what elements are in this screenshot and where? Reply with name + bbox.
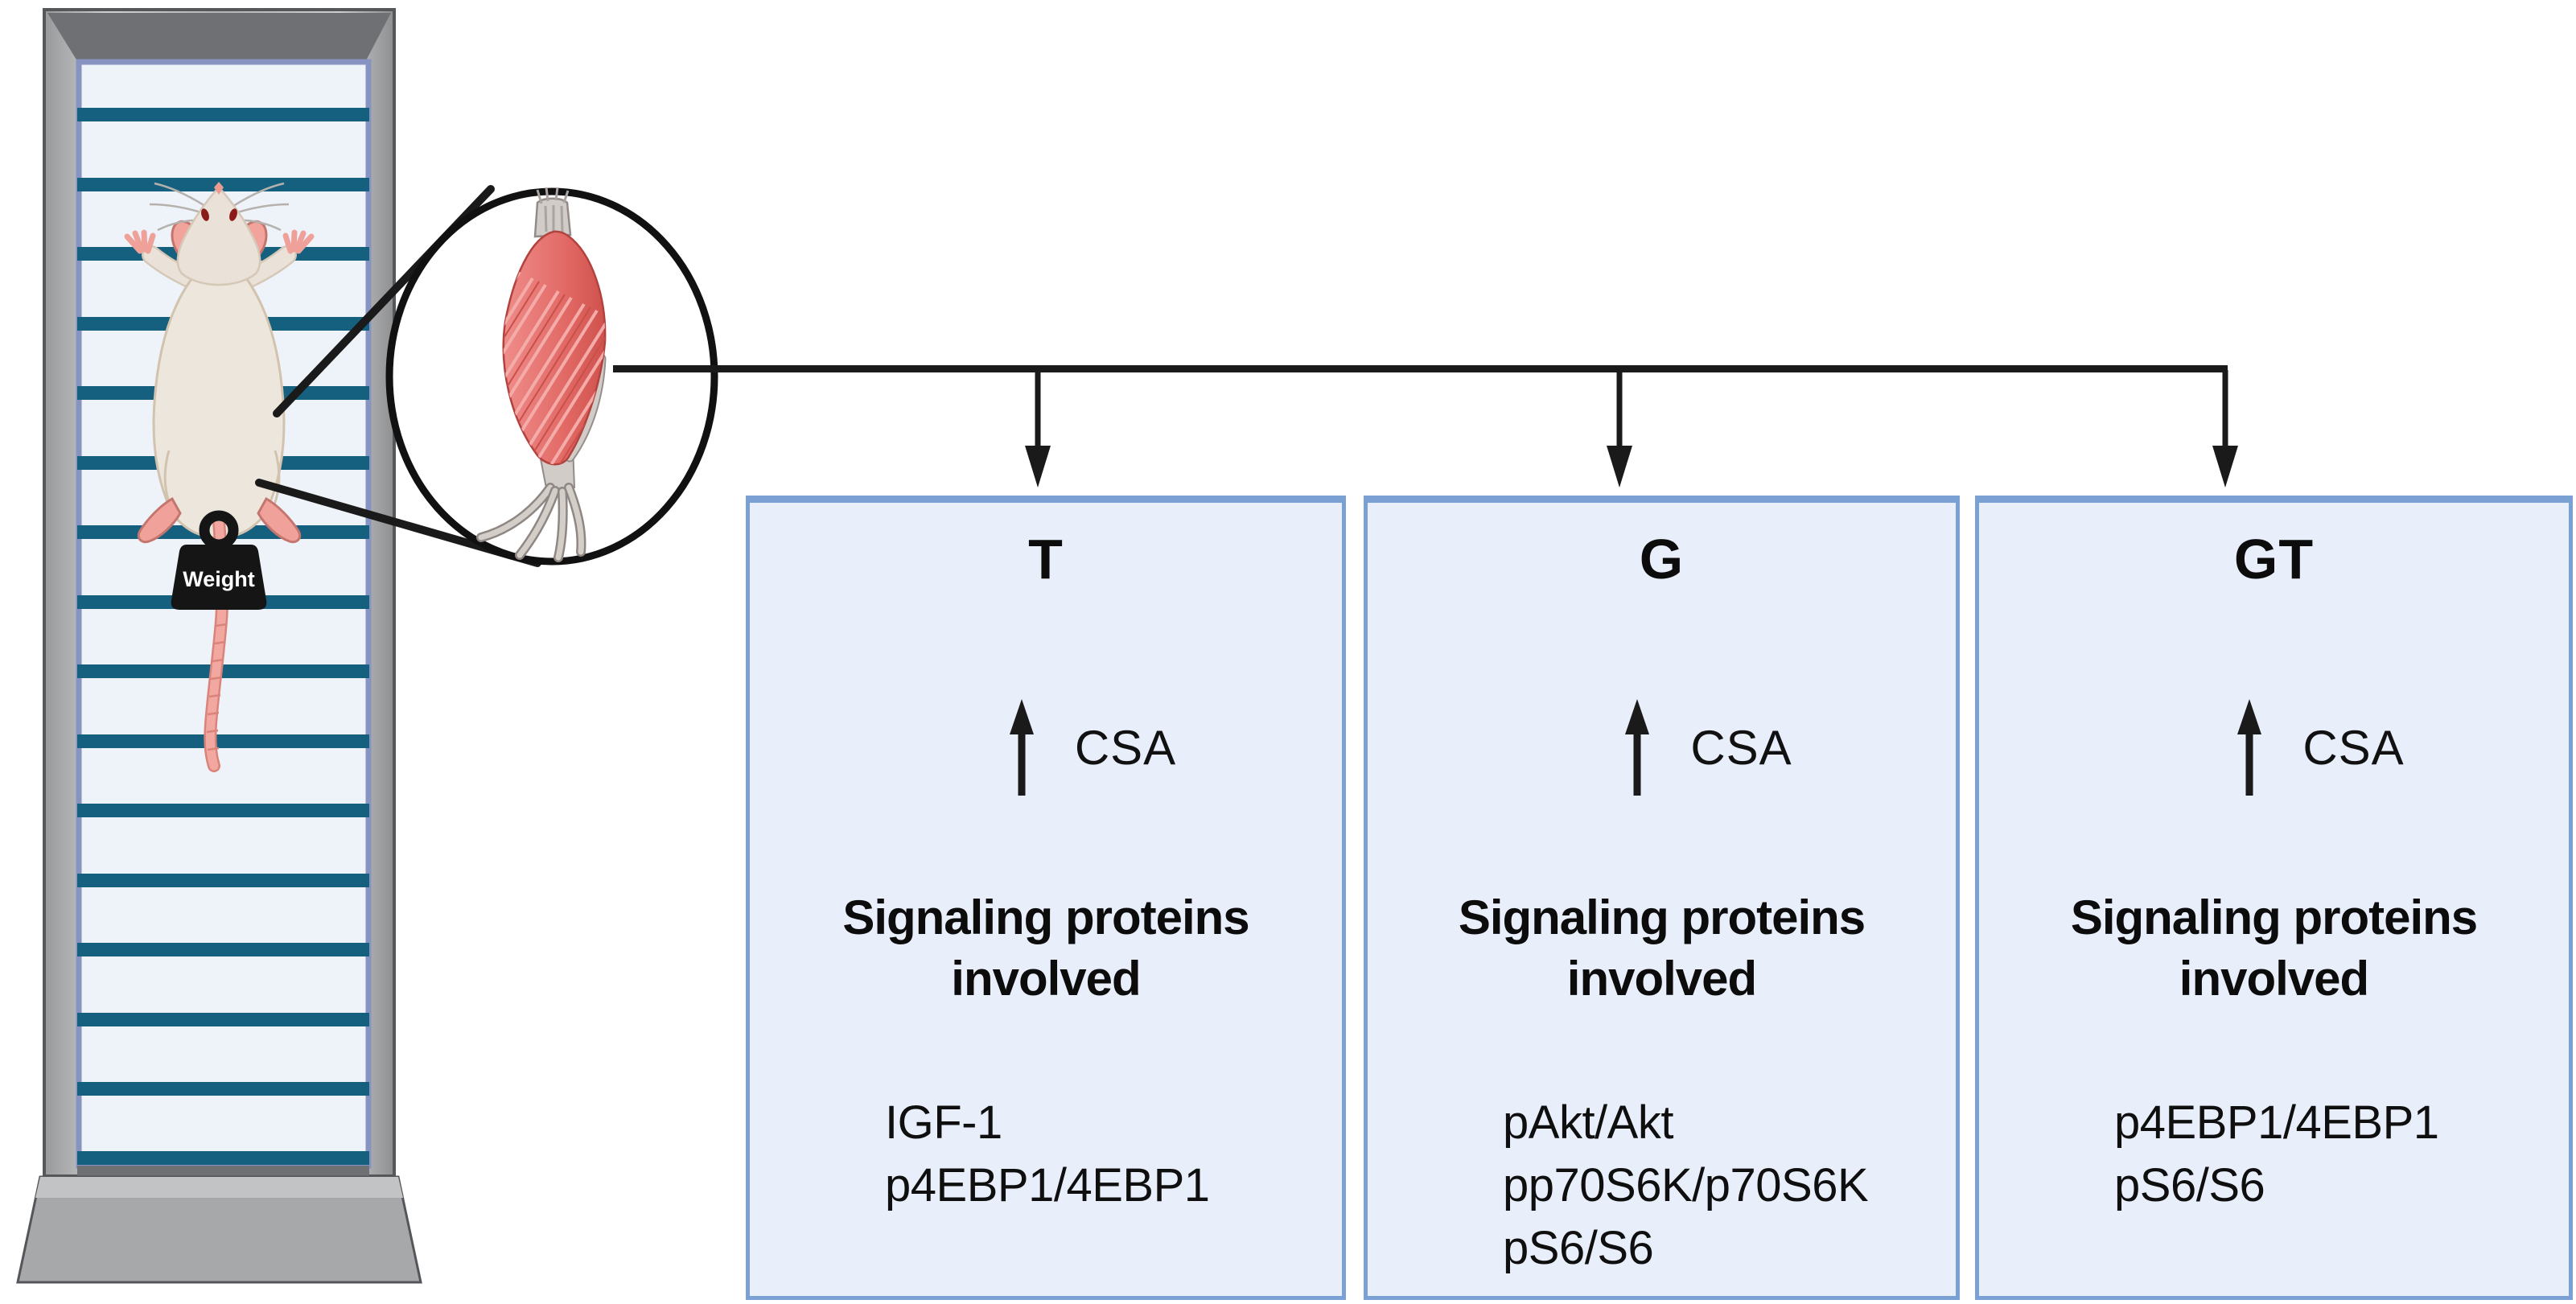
box-title: T bbox=[1028, 528, 1064, 590]
signaling-header: Signaling proteins involved bbox=[750, 887, 1342, 1010]
weight-body bbox=[171, 545, 267, 610]
ladder-top-bevel bbox=[47, 13, 391, 64]
csa-row: CSA bbox=[1368, 696, 1956, 799]
protein-item: pS6/S6 bbox=[1503, 1222, 1654, 1274]
arrow-down-icon-gt bbox=[2212, 370, 2238, 487]
box-title: GT bbox=[2233, 528, 2315, 590]
protein-item: p4EBP1/4EBP1 bbox=[885, 1159, 1210, 1211]
csa-row: CSA bbox=[1979, 696, 2569, 799]
rat-body bbox=[152, 265, 286, 539]
rat-foot-right bbox=[257, 496, 302, 544]
rat-hand-left bbox=[124, 229, 156, 254]
signaling-header: Signaling proteins involved bbox=[1368, 887, 1956, 1010]
signaling-header-line2: involved bbox=[2179, 952, 2369, 1006]
rat-tail-stripes bbox=[206, 623, 228, 751]
connector-line bbox=[613, 365, 2228, 372]
group-box-g: G CSA Signaling proteins involved pAkt/A… bbox=[1364, 496, 1960, 1300]
ladder-bottom-band bbox=[77, 1166, 369, 1177]
rat-nose bbox=[214, 182, 224, 195]
magnifier-circle-icon bbox=[385, 187, 718, 566]
csa-label: CSA bbox=[1690, 720, 1792, 775]
protein-item: IGF-1 bbox=[885, 1096, 1002, 1149]
rat-hand-right bbox=[282, 229, 315, 254]
signaling-header-line1: Signaling proteins bbox=[2070, 891, 2478, 944]
connector bbox=[613, 365, 2238, 487]
protein-item: pAkt/Akt bbox=[1503, 1096, 1673, 1149]
weight-icon: Weight bbox=[171, 510, 267, 610]
group-box-gt: GT CSA Signaling proteins involved p4EBP… bbox=[1975, 496, 2573, 1300]
arrow-up-icon bbox=[1625, 699, 1650, 796]
muscle-tendon-branches bbox=[476, 483, 586, 562]
protein-item: pS6/S6 bbox=[2114, 1159, 2265, 1211]
arrow-up-icon bbox=[1009, 699, 1034, 796]
rat-eye-right bbox=[229, 208, 237, 221]
signaling-header: Signaling proteins involved bbox=[1979, 887, 2569, 1010]
rat-icon bbox=[124, 182, 315, 772]
protein-list: p4EBP1/4EBP1 pS6/S6 bbox=[2114, 1092, 2545, 1217]
ladder-base-top bbox=[35, 1177, 403, 1198]
signaling-header-line2: involved bbox=[951, 952, 1141, 1006]
arrow-down-icon-g bbox=[1607, 370, 1632, 487]
muscle-icon bbox=[476, 187, 607, 562]
arrow-up-icon bbox=[2237, 699, 2262, 796]
protein-list: pAkt/Akt pp70S6K/p70S6K pS6/S6 bbox=[1503, 1092, 1932, 1280]
rat-foot-left bbox=[137, 496, 182, 544]
signaling-header-line2: involved bbox=[1566, 952, 1757, 1006]
rat-eye-left bbox=[201, 208, 209, 221]
group-box-t: T CSA Signaling proteins involved IGF-1 … bbox=[746, 496, 1346, 1300]
protein-list: IGF-1 p4EBP1/4EBP1 bbox=[885, 1092, 1318, 1217]
arrow-down-icon-t bbox=[1025, 370, 1051, 487]
protein-item: p4EBP1/4EBP1 bbox=[2114, 1096, 2439, 1149]
csa-label: CSA bbox=[1074, 720, 1177, 775]
signaling-header-line1: Signaling proteins bbox=[842, 891, 1249, 944]
weight-label: Weight bbox=[183, 567, 255, 591]
protein-item: pp70S6K/p70S6K bbox=[1503, 1159, 1869, 1211]
signaling-header-line1: Signaling proteins bbox=[1458, 891, 1866, 944]
box-title: G bbox=[1639, 528, 1685, 590]
csa-row: CSA bbox=[750, 696, 1342, 799]
csa-label: CSA bbox=[2302, 720, 2405, 775]
rat-head bbox=[176, 186, 261, 286]
